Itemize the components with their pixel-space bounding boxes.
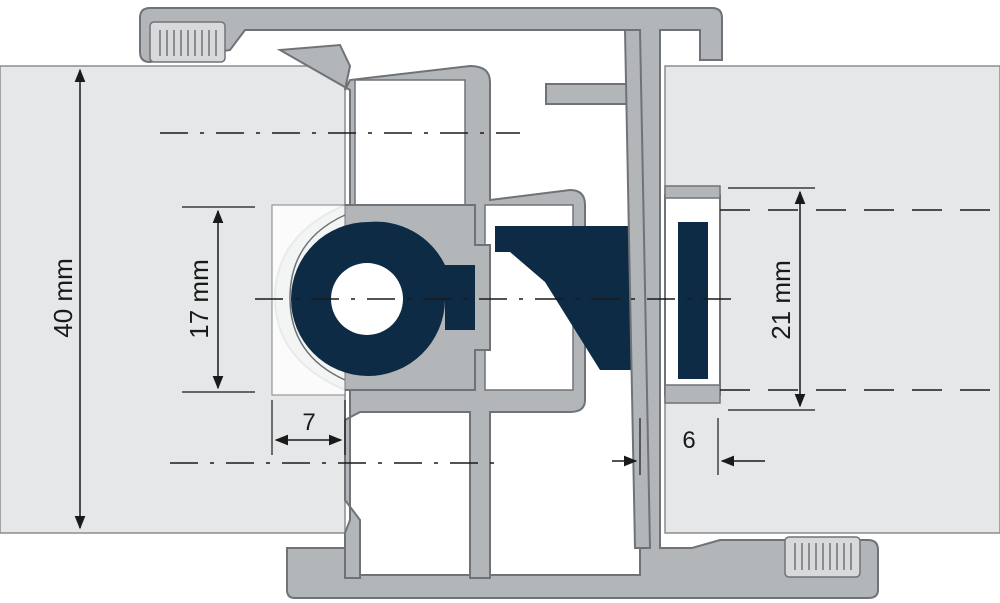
right-upright-bar	[545, 29, 652, 549]
dimension-7-label: 7	[302, 409, 315, 436]
center-lines	[160, 132, 1000, 464]
dimension-40mm-label: 40 mm	[48, 258, 78, 337]
right-seal-insert	[664, 185, 721, 404]
dimension-40mm: 40 mm	[48, 68, 86, 530]
dimension-21mm-label: 21 mm	[766, 260, 796, 339]
dimension-21mm: 21 mm	[728, 187, 815, 411]
seal-wedge	[495, 226, 635, 370]
dimension-6: 6	[612, 418, 765, 475]
dimension-17mm-label: 17 mm	[184, 259, 214, 338]
dimension-6-label: 6	[682, 427, 695, 454]
dimension-17mm: 17 mm	[182, 206, 255, 393]
dimension-7: 7	[271, 400, 346, 455]
bottom-right-brush-seal	[784, 536, 861, 578]
outer-frame-profile	[139, 7, 879, 599]
top-left-brush-seal	[149, 21, 226, 63]
